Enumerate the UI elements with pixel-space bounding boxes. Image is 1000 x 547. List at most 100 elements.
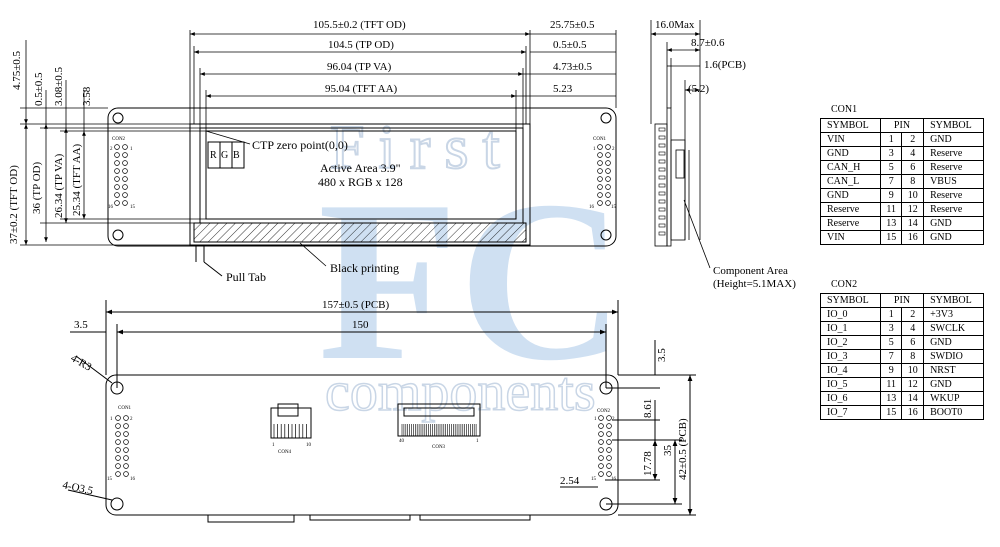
- cell-pin-even: 14: [901, 216, 925, 231]
- pin-pad: [597, 152, 603, 158]
- watermark: First FC components: [318, 113, 625, 424]
- cell-symbol-right: BOOT0: [923, 405, 984, 420]
- pin-pad: [123, 471, 129, 477]
- cell-pin-even: 6: [901, 335, 925, 350]
- pin-pad: [598, 431, 604, 437]
- dim-right-5-23: 5.23: [553, 83, 573, 95]
- pin-pad: [606, 431, 612, 437]
- cell-symbol-right: GND: [923, 335, 984, 350]
- cell-symbol-left: Reserve: [820, 216, 881, 231]
- cell-pin-odd: 3: [879, 321, 903, 336]
- dim-corner-radius: 4-R3: [69, 352, 94, 374]
- side-pin: [658, 231, 666, 236]
- pin-pad: [605, 200, 611, 206]
- side-pin: [658, 143, 666, 148]
- pin-pad: [597, 192, 603, 198]
- pin-pad: [122, 168, 128, 174]
- cell-pin-even: 2: [901, 132, 925, 147]
- cell-symbol-left: CAN_H: [820, 160, 881, 175]
- dim-right-4-73: 4.73±0.5: [553, 61, 593, 73]
- pin-pad: [598, 423, 604, 429]
- pin-pad: [122, 152, 128, 158]
- pin-pad: [606, 455, 612, 461]
- dim-hole-diameter: 4-O3.5: [61, 479, 94, 497]
- cell-pin-even: 12: [901, 202, 925, 217]
- dim-height-tft-aa: 25.34 (TFT AA): [71, 143, 83, 216]
- pin-pad: [606, 471, 612, 477]
- cell-pin-odd: 11: [879, 377, 903, 392]
- cell-symbol-left: IO_2: [820, 335, 881, 350]
- pin-pad: [606, 439, 612, 445]
- watermark-first: First: [330, 114, 514, 182]
- pin-pad: [606, 463, 612, 469]
- header-symbol-left: SYMBOL: [820, 118, 881, 133]
- pin-pad: [598, 439, 604, 445]
- dim-side-5-2: (5.2): [688, 83, 709, 95]
- side-pin: [658, 167, 666, 172]
- cell-pin-odd: 13: [879, 391, 903, 406]
- resolution-label: 480 x RGB x 128: [318, 175, 403, 189]
- pin-pad: [597, 144, 603, 150]
- con1-table-title: CON1: [831, 104, 858, 115]
- dim-tp-va-width: 96.04 (TP VA): [327, 61, 392, 73]
- cell-pin-odd: 3: [879, 146, 903, 161]
- black-printing-label: Black printing: [330, 261, 399, 275]
- dim-left-3-5: 3.5: [74, 319, 88, 331]
- bottom-left-p15: 15: [107, 477, 113, 482]
- top-view: [107, 107, 617, 277]
- bottom-left-p1: 1: [110, 417, 113, 422]
- bottom-view: [67, 300, 696, 523]
- pin-pad: [122, 200, 128, 206]
- rgb-g-label: G: [221, 150, 228, 161]
- cell-symbol-right: GND: [923, 230, 984, 245]
- pin-pad: [115, 447, 121, 453]
- pin-pad: [606, 415, 612, 421]
- cell-symbol-left: IO_7: [820, 405, 881, 420]
- dim-left-0-5: 0.5±0.5: [33, 72, 45, 106]
- dim-pcb-width: 157±0.5 (PCB): [322, 299, 389, 311]
- top-left-pin16: 16: [108, 205, 114, 210]
- bottom-right-p2: 2: [612, 417, 615, 422]
- top-left-pin2: 2: [110, 147, 113, 152]
- dim-right-3-5: 3.5: [656, 348, 668, 362]
- pin-pad: [123, 423, 129, 429]
- pin-pad: [597, 160, 603, 166]
- tft-outline: [189, 123, 531, 246]
- pin-pad: [122, 184, 128, 190]
- cell-symbol-right: SWDIO: [923, 349, 984, 364]
- con1-pin-array-bottom: [115, 415, 129, 477]
- pin-pad: [114, 152, 120, 158]
- cell-symbol-left: VIN: [820, 230, 881, 245]
- cell-pin-even: 8: [901, 174, 925, 189]
- bottom-con4-label: CON4: [278, 450, 292, 455]
- cell-pin-odd: 9: [879, 363, 903, 378]
- pin-pad: [598, 471, 604, 477]
- pin-pad: [605, 184, 611, 190]
- cell-pin-odd: 15: [879, 405, 903, 420]
- cell-symbol-left: IO_3: [820, 349, 881, 364]
- component-area-label: Component Area: [713, 265, 788, 277]
- pin-pad: [123, 431, 129, 437]
- side-pin: [658, 223, 666, 228]
- top-left-pin1: 1: [130, 147, 133, 152]
- cell-symbol-left: GND: [820, 146, 881, 161]
- dim-tft-od-width: 105.5±0.2 (TFT OD): [313, 19, 406, 31]
- pin-pad: [122, 144, 128, 150]
- side-connector-pins: [658, 127, 666, 236]
- cell-symbol-left: IO_0: [820, 307, 881, 322]
- con3-body: [397, 403, 481, 437]
- pin-pad: [123, 447, 129, 453]
- bottom-con3-label: CON3: [432, 445, 446, 450]
- pin-pad: [597, 200, 603, 206]
- pin-pad: [606, 423, 612, 429]
- dim-side-pcb: 1.6(PCB): [704, 59, 746, 71]
- dim-height-tft-od: 37±0.2 (TFT OD): [8, 165, 20, 244]
